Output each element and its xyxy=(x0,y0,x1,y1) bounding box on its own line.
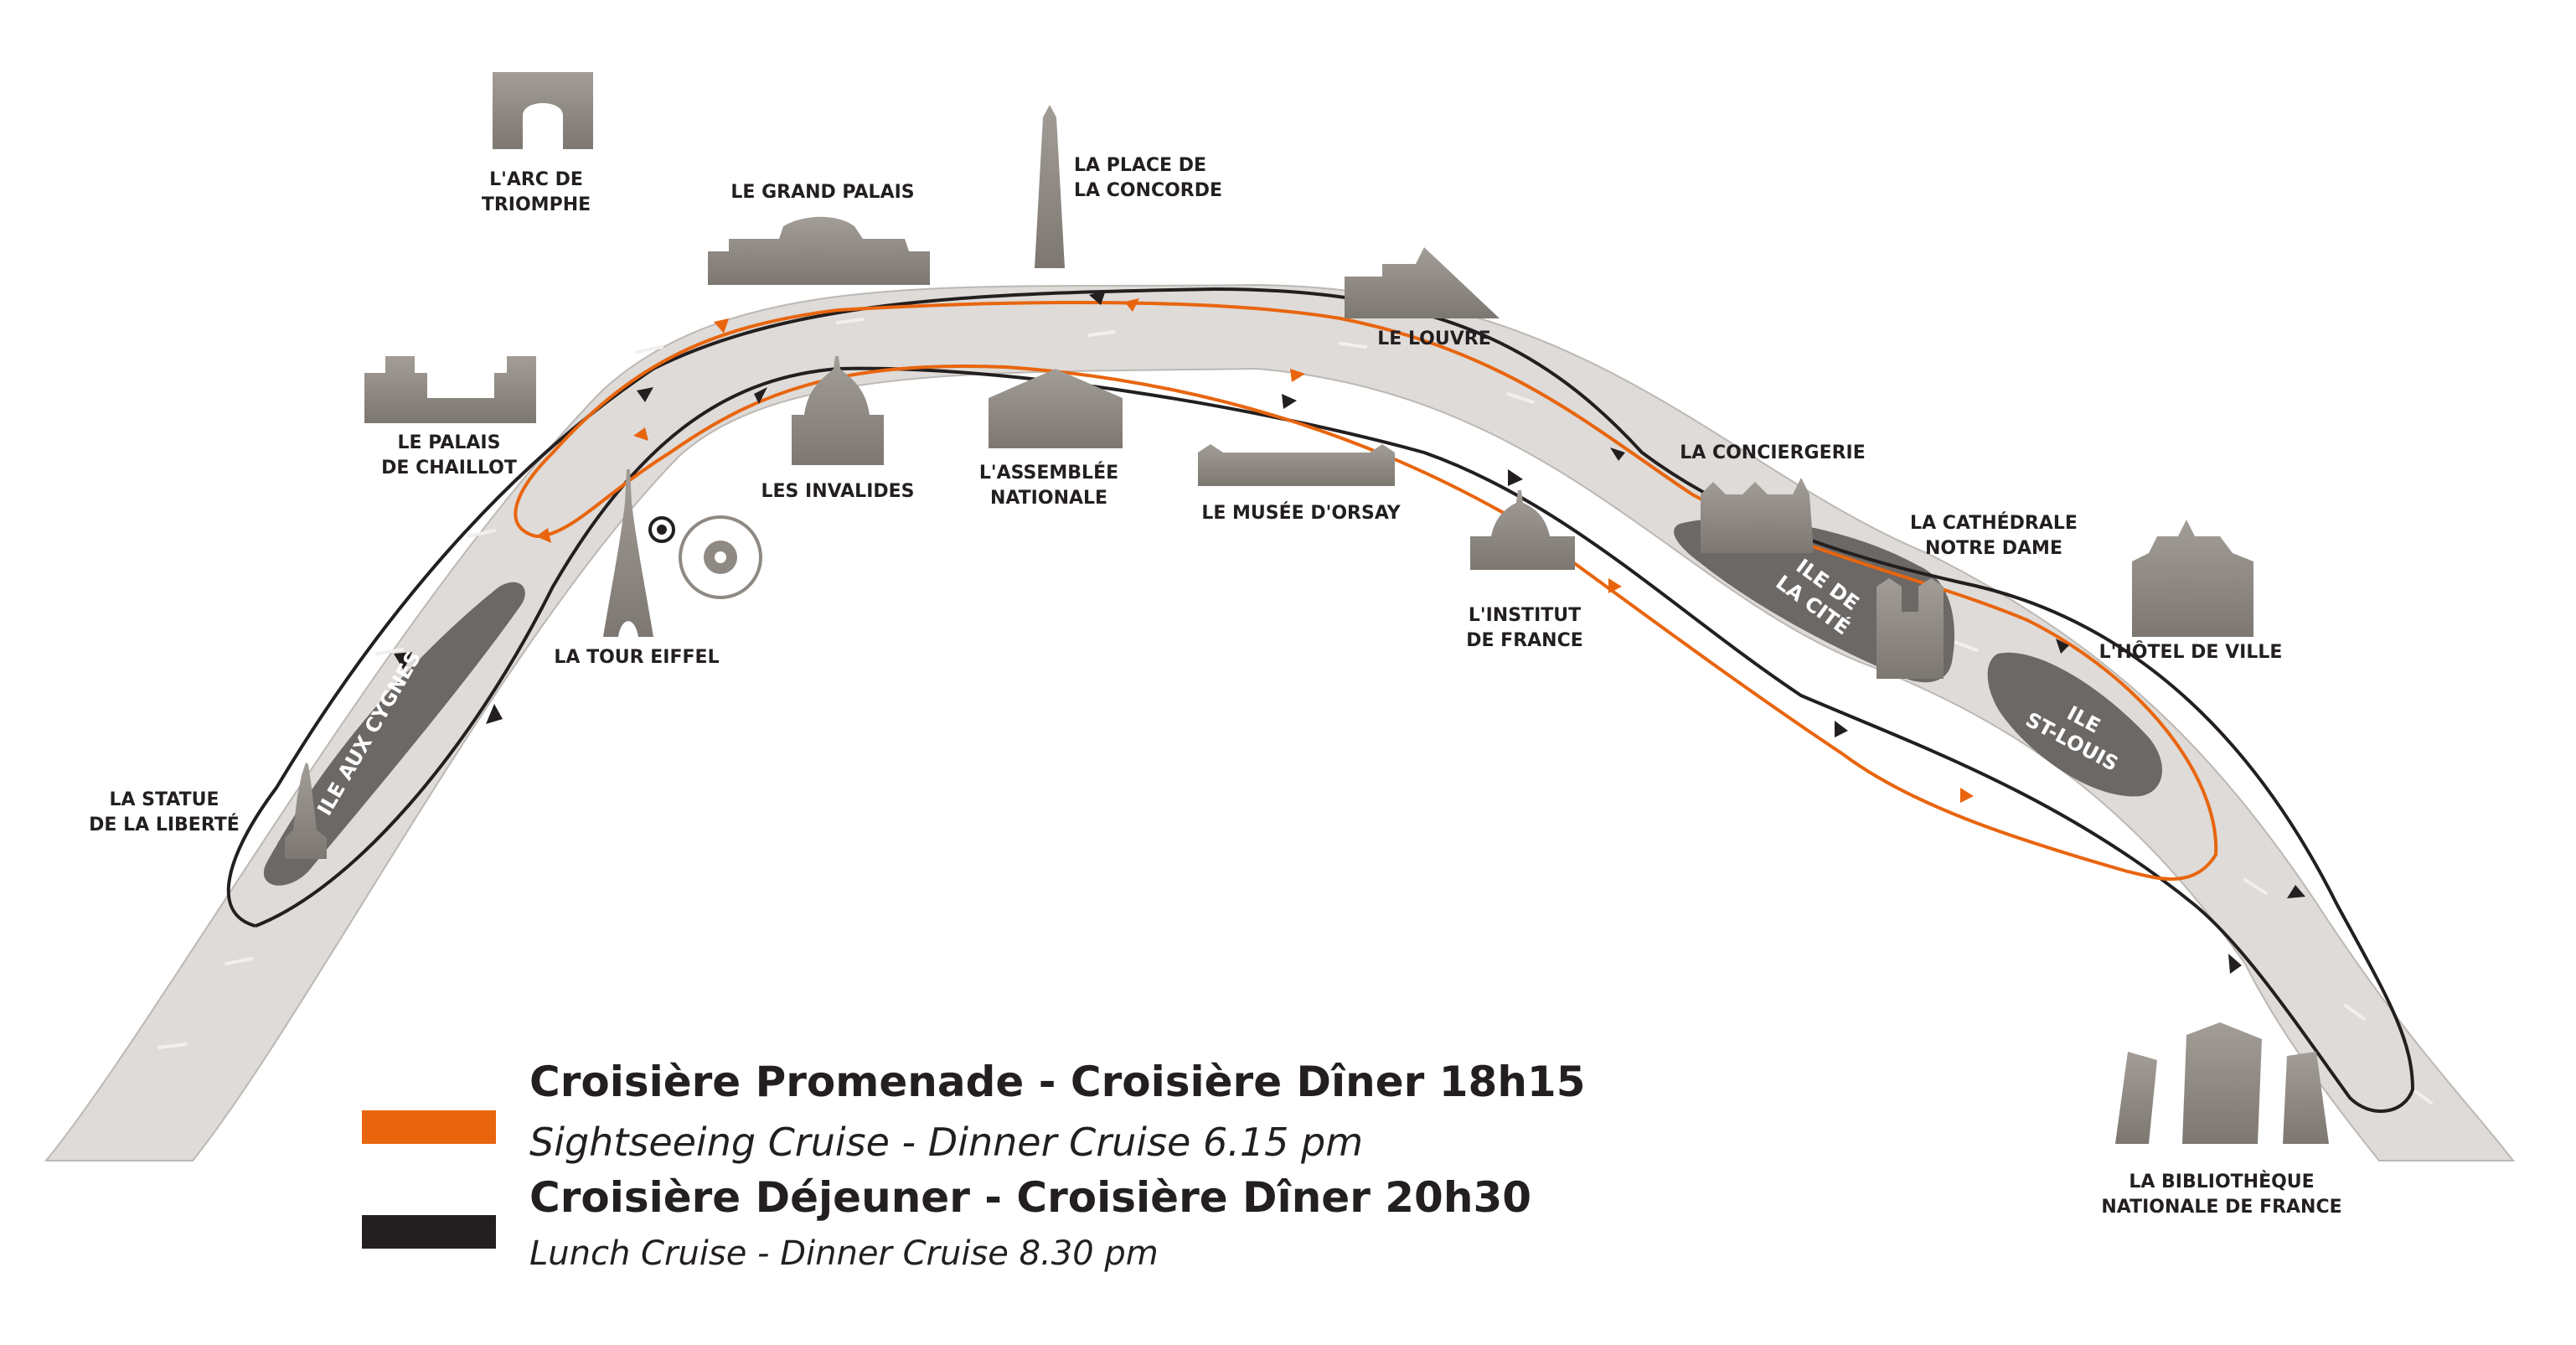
arc-de-triomphe-icon xyxy=(493,72,593,149)
label-orsay: LE MUSÉE D'ORSAY xyxy=(1201,503,1401,524)
route-arrows xyxy=(394,290,2305,974)
louvre-pyramid-icon xyxy=(1345,247,1500,318)
label-notre-dame: LA CATHÉDRALE NOTRE DAME xyxy=(1910,513,2078,559)
bateaux-parisiens-logo xyxy=(648,515,762,599)
legend-title-1: Croisière Promenade - Croisière Dîner 18… xyxy=(529,1058,1586,1106)
label-conciergerie: LA CONCIERGERIE xyxy=(1680,442,1866,463)
legend-subtitle-2: Lunch Cruise - Dinner Cruise 8.30 pm xyxy=(529,1234,1159,1273)
label-grand-palais: LE GRAND PALAIS xyxy=(730,182,915,203)
statue-liberte-icon xyxy=(285,763,327,859)
bibliotheque-icon xyxy=(2115,1022,2329,1144)
chaillot-icon xyxy=(364,356,536,423)
obelisk-icon xyxy=(1035,105,1065,268)
invalides-icon xyxy=(792,356,884,465)
ile-st-louis xyxy=(1987,652,2163,797)
musee-orsay-icon xyxy=(1198,444,1395,486)
grand-palais-icon xyxy=(708,216,930,285)
assemblee-nationale-icon xyxy=(989,369,1123,448)
hotel-de-ville-icon xyxy=(2132,520,2253,637)
legend-subtitle-1: Sightseeing Cruise - Dinner Cruise 6.15 … xyxy=(529,1120,1364,1165)
ile-aux-cygnes xyxy=(263,582,525,886)
conciergerie-icon xyxy=(1701,478,1814,553)
label-assemblee: L'ASSEMBLÉE NATIONALE xyxy=(978,463,1119,509)
label-statue-liberte: LA STATUE DE LA LIBERTÉ xyxy=(89,789,240,835)
institut-de-france-icon xyxy=(1470,490,1575,570)
label-invalides: LES INVALIDES xyxy=(761,481,915,502)
notre-dame-icon xyxy=(1877,578,1944,679)
route-orange xyxy=(514,301,2218,881)
label-louvre: LE LOUVRE xyxy=(1377,328,1491,349)
label-concorde: LA PLACE DE LA CONCORDE xyxy=(1074,155,1223,201)
label-arc-de-triomphe: L'ARC DE TRIOMPHE xyxy=(481,169,591,215)
label-tour-eiffel: LA TOUR EIFFEL xyxy=(554,647,720,668)
legend-swatch-black xyxy=(362,1215,496,1249)
route-black xyxy=(226,287,2415,1113)
label-bibliotheque: LA BIBLIOTHÈQUE NATIONALE DE FRANCE xyxy=(2101,1172,2342,1218)
label-institut: L'INSTITUT DE FRANCE xyxy=(1466,605,1583,651)
eiffel-tower-icon xyxy=(603,469,653,637)
legend-title-2: Croisière Déjeuner - Croisière Dîner 20h… xyxy=(529,1173,1532,1222)
label-hotel-de-ville: L'HÔTEL DE VILLE xyxy=(2098,642,2283,663)
legend-swatch-orange xyxy=(362,1110,496,1144)
label-chaillot: LE PALAIS DE CHAILLOT xyxy=(381,432,517,479)
